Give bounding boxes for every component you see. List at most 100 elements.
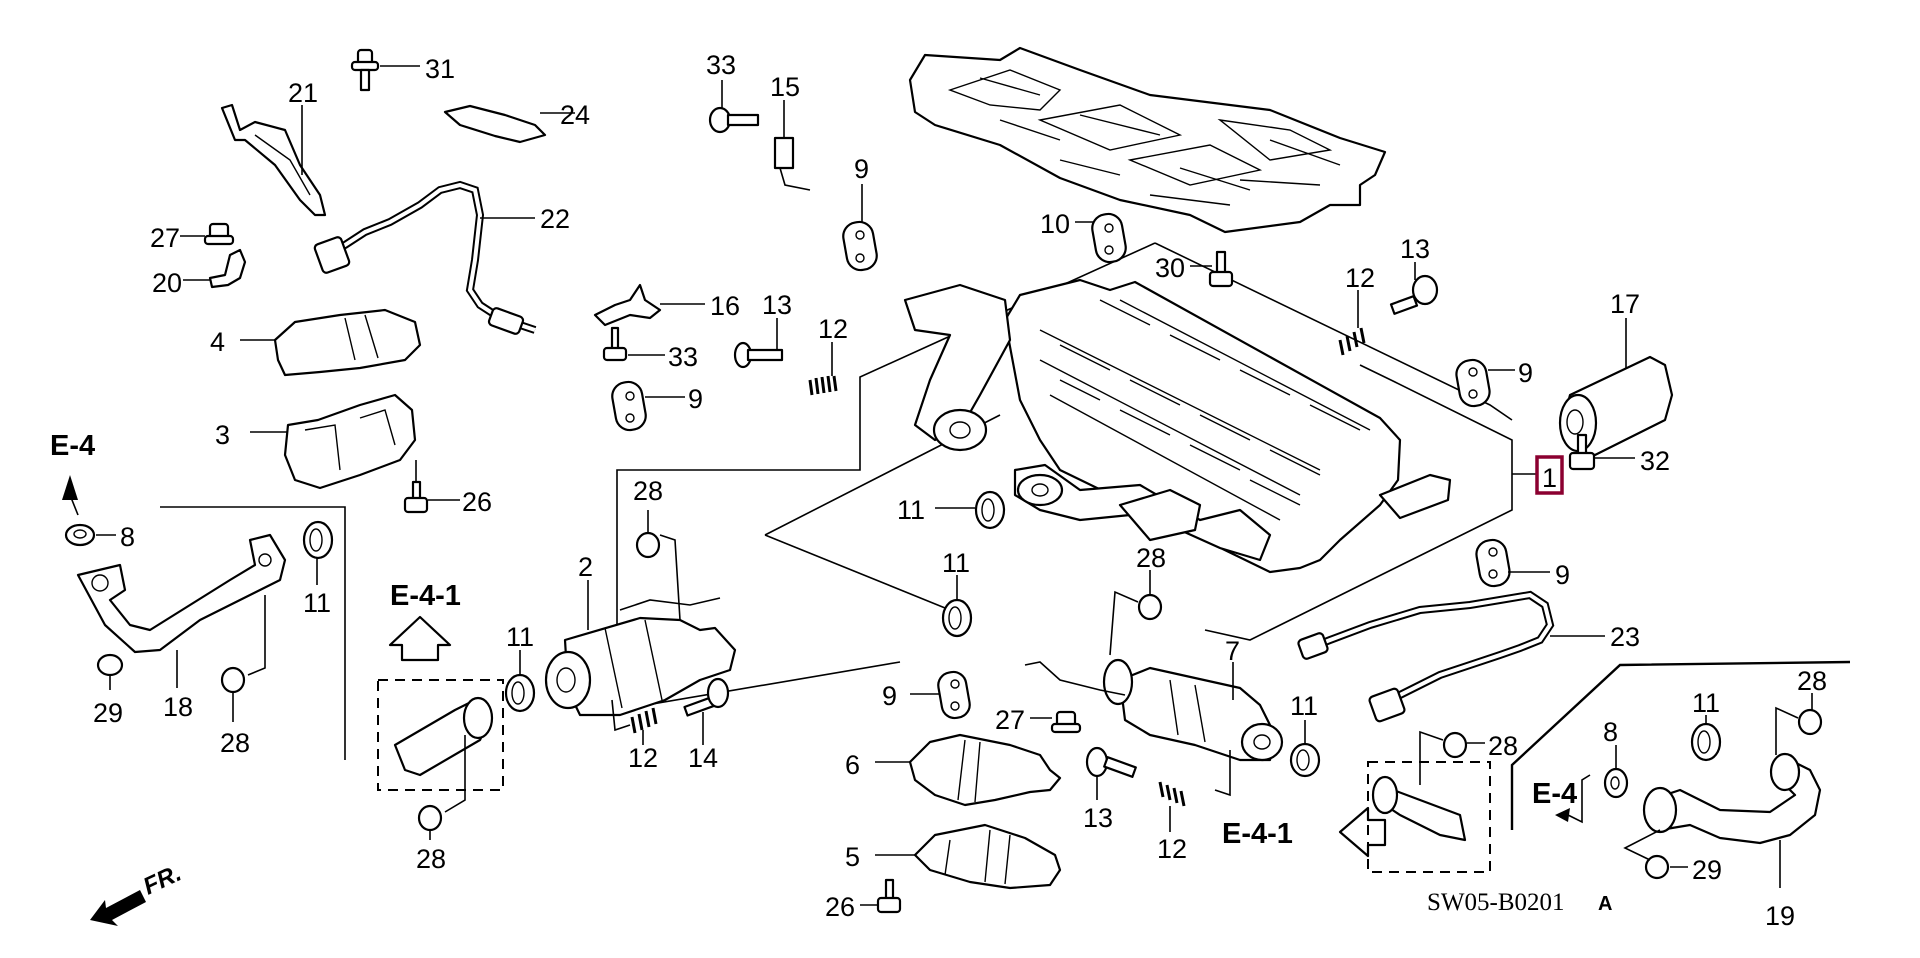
callout-number: 16 xyxy=(710,291,740,321)
part-gasket-11-left[interactable]: 11 xyxy=(302,520,334,618)
part-nut-28-inset[interactable]: 28 xyxy=(416,735,466,874)
part-nut-28-right[interactable]: 28 xyxy=(1775,666,1827,755)
part-bracket-15[interactable]: 15 xyxy=(770,72,811,191)
callout-number: 33 xyxy=(706,50,736,80)
part-oxygen-sensor-22[interactable]: 22 xyxy=(313,180,570,335)
part-hanger-9-d[interactable]: 9 xyxy=(1474,538,1570,590)
part-bolt-33-mid[interactable]: 33 xyxy=(602,326,698,372)
callout-number: 13 xyxy=(762,290,792,320)
part-gasket-11-b[interactable]: 11 xyxy=(941,548,973,638)
part-muffler-assembly-1[interactable] xyxy=(903,278,1452,574)
part-nut-27-mid[interactable]: 27 xyxy=(995,705,1082,735)
callout-number: 12 xyxy=(818,314,848,344)
part-finisher-17[interactable]: 17 xyxy=(1558,289,1674,457)
part-nut-28-left[interactable]: 28 xyxy=(220,595,266,758)
part-bolt-31[interactable]: 31 xyxy=(350,48,455,92)
front-arrow-icon xyxy=(90,890,146,926)
inset-e41-left xyxy=(377,679,504,791)
part-gasket-8-right[interactable]: 8 xyxy=(1603,717,1629,799)
part-oxygen-sensor-23[interactable]: 23 xyxy=(1297,590,1640,723)
part-bolt-14[interactable]: 14 xyxy=(683,677,730,773)
part-spring-12-c[interactable]: 12 xyxy=(611,699,658,773)
part-bolt-32[interactable]: 32 xyxy=(1568,433,1670,476)
part-heat-shield-3[interactable]: 3 xyxy=(215,393,417,490)
callout-number: 21 xyxy=(288,78,318,108)
diagram-code-suffix: A xyxy=(1598,893,1612,915)
part-converter-2[interactable]: 2 xyxy=(544,552,737,717)
front-direction-indicator: FR. xyxy=(90,860,186,926)
part-bolt-33-top[interactable]: 33 xyxy=(706,50,760,134)
part-pipe-19[interactable]: 19 xyxy=(1642,752,1822,931)
callout-number: 26 xyxy=(462,487,492,517)
callout-number: 22 xyxy=(540,204,570,234)
callout-number: 28 xyxy=(416,844,446,874)
part-nut-29-left[interactable]: 29 xyxy=(93,653,124,728)
part-bolt-26-top[interactable]: 26 xyxy=(403,460,492,517)
part-hanger-10[interactable]: 10 xyxy=(1040,209,1128,264)
part-hanger-9-b[interactable]: 9 xyxy=(610,380,703,432)
callout-number: 28 xyxy=(1136,543,1166,573)
part-1-callout[interactable]: 1 xyxy=(1535,455,1564,495)
callout-number: 9 xyxy=(1518,358,1533,388)
part-gasket-8-left[interactable]: 8 xyxy=(64,522,135,552)
part-nut-28-upper-mid[interactable]: 28 xyxy=(633,476,681,621)
callout-number: 12 xyxy=(628,743,658,773)
part-heat-shield-6[interactable]: 6 xyxy=(845,733,1062,807)
callout-number: 28 xyxy=(220,728,250,758)
callout-number: 8 xyxy=(1603,717,1618,747)
callout-number: 18 xyxy=(163,692,193,722)
ref-label: E-4-1 xyxy=(390,580,461,612)
callout-number: 33 xyxy=(668,342,698,372)
part-gasket-11-a[interactable]: 11 xyxy=(897,490,1006,530)
callout-number: 20 xyxy=(152,268,182,298)
part-bracket-16[interactable]: 16 xyxy=(593,283,740,327)
part-gasket-11-mid[interactable]: 11 xyxy=(504,622,536,713)
part-bolt-13-a[interactable]: 13 xyxy=(733,290,792,369)
part-heat-shield-5[interactable]: 5 xyxy=(845,823,1062,890)
callout-number: 26 xyxy=(825,892,855,922)
part-bolt-30[interactable]: 30 xyxy=(1155,250,1234,288)
callout-number: 11 xyxy=(897,495,925,525)
callout-number: 11 xyxy=(942,548,970,578)
ref-e4-left[interactable]: E-4 xyxy=(50,430,95,516)
ref-label: E-4-1 xyxy=(1222,818,1293,850)
part-spring-12-a[interactable]: 12 xyxy=(808,314,848,396)
part-clamp-20[interactable]: 20 xyxy=(152,248,247,298)
part-pipe-18[interactable]: 18 xyxy=(76,533,287,722)
part-hanger-9-c[interactable]: 9 xyxy=(1454,358,1533,409)
part-bolt-13-c[interactable]: 13 xyxy=(1083,746,1137,833)
part-nut-28-center[interactable]: 28 xyxy=(1109,543,1166,656)
callout-number: 6 xyxy=(845,750,860,780)
callout-number: 11 xyxy=(1692,688,1720,718)
callout-number: 14 xyxy=(688,743,718,773)
part-nut-29-right[interactable]: 29 xyxy=(1623,829,1722,885)
part-converter-7[interactable]: 7 xyxy=(1024,636,1284,797)
part-bracket-21[interactable]: 21 xyxy=(220,78,327,217)
part-nut-28-right-mid[interactable]: 28 xyxy=(1419,730,1518,785)
part-bracket-24[interactable]: 24 xyxy=(443,100,590,144)
callout-number: 9 xyxy=(854,154,869,184)
callout-number: 10 xyxy=(1040,209,1070,239)
ref-e4-right[interactable]: E-4 xyxy=(1532,774,1591,824)
part-gasket-11-right-mid[interactable]: 11 xyxy=(1289,691,1321,778)
part-nut-27-top[interactable]: 27 xyxy=(150,222,235,253)
part-hanger-9-e[interactable]: 9 xyxy=(882,670,972,720)
part-hanger-9-a[interactable]: 9 xyxy=(841,154,879,272)
ref-e41-right[interactable]: E-4-1 xyxy=(1222,806,1387,858)
part-heat-shield-25[interactable] xyxy=(908,46,1387,234)
callout-number: 23 xyxy=(1610,622,1640,652)
callout-number: 12 xyxy=(1345,263,1375,293)
ref-label: E-4 xyxy=(1532,778,1577,810)
callout-number: 2 xyxy=(578,552,593,582)
part-bolt-26-bottom[interactable]: 26 xyxy=(825,878,902,922)
part-spring-12-d[interactable]: 12 xyxy=(1157,781,1187,864)
part-heat-shield-4[interactable]: 4 xyxy=(210,308,422,377)
callout-number: 13 xyxy=(1083,803,1113,833)
callout-number: 7 xyxy=(1225,636,1240,666)
part-gasket-11-right[interactable]: 11 xyxy=(1690,688,1722,762)
part-spring-12-b[interactable]: 12 xyxy=(1338,263,1375,356)
callout-number: 11 xyxy=(303,588,331,618)
part-bolt-13-b[interactable]: 13 xyxy=(1389,234,1439,315)
ref-e41-left[interactable]: E-4-1 xyxy=(388,580,461,662)
